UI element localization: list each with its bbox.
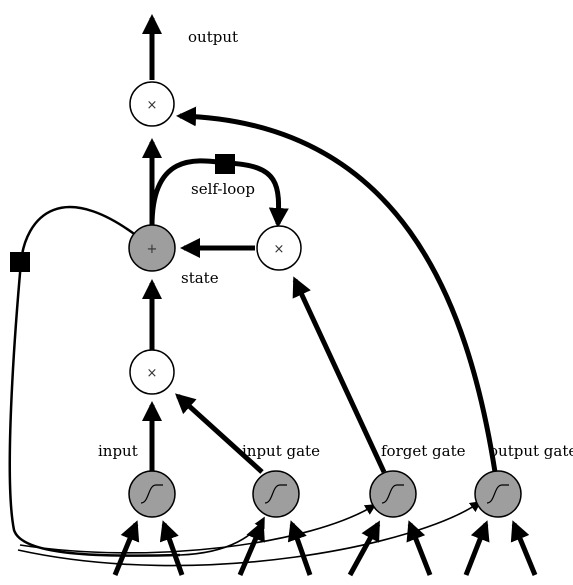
input-unit (128, 470, 176, 518)
self-loop-label: self-loop (191, 180, 255, 198)
forget-multiply-node: × (256, 225, 302, 271)
feedback-to-output-gate (17, 501, 482, 567)
input-multiply-node: × (129, 349, 175, 395)
arrow-output-gate-to-output-multiply (176, 106, 498, 473)
delay-square-icon (10, 252, 30, 272)
arrow-in-output-gate-b (510, 520, 538, 576)
arrow-in-forget-gate-a (347, 520, 381, 577)
input-label: input (98, 442, 138, 460)
arrow-in-output-gate-a (463, 520, 490, 576)
state-feedback (8, 205, 482, 567)
multiply-symbol: × (147, 366, 158, 381)
arrow-in-forget-gate-b (406, 520, 433, 576)
sigmoid-icon (486, 484, 509, 504)
forget-gate-label: forget gate (381, 442, 466, 460)
sigmoid-icon (140, 484, 163, 504)
arrow-forget-gate-to-forget-multiply (292, 276, 387, 474)
delay-square-icon (215, 154, 235, 174)
arrow-in-input-gate-a (237, 520, 265, 576)
feedback-to-forget-gate (19, 504, 377, 554)
feedback-to-input-gate (179, 516, 265, 556)
multiply-symbol: × (274, 242, 285, 257)
output-gate-label: output gate (489, 442, 573, 460)
arrow-input-gate-to-input-multiply (175, 393, 264, 474)
state-label: state (181, 269, 219, 287)
forget-gate-unit (369, 470, 417, 518)
arrow-in-input-a (112, 520, 140, 576)
input-gate-label: input gate (242, 442, 320, 460)
sigmoid-icon (381, 484, 404, 504)
add-symbol: + (147, 242, 158, 257)
feedback-state-loop (8, 205, 181, 557)
arrow-in-input-b (159, 520, 185, 576)
output-gate-unit (474, 470, 522, 518)
output-label: output (188, 28, 238, 46)
input-gate-unit (252, 470, 300, 518)
multiply-symbol: × (147, 98, 158, 113)
output-multiply-node: × (129, 81, 175, 127)
connections (112, 14, 538, 577)
arrow-in-input-gate-b (287, 520, 313, 576)
state-node: + (128, 224, 176, 272)
sigmoid-icon (264, 484, 287, 504)
